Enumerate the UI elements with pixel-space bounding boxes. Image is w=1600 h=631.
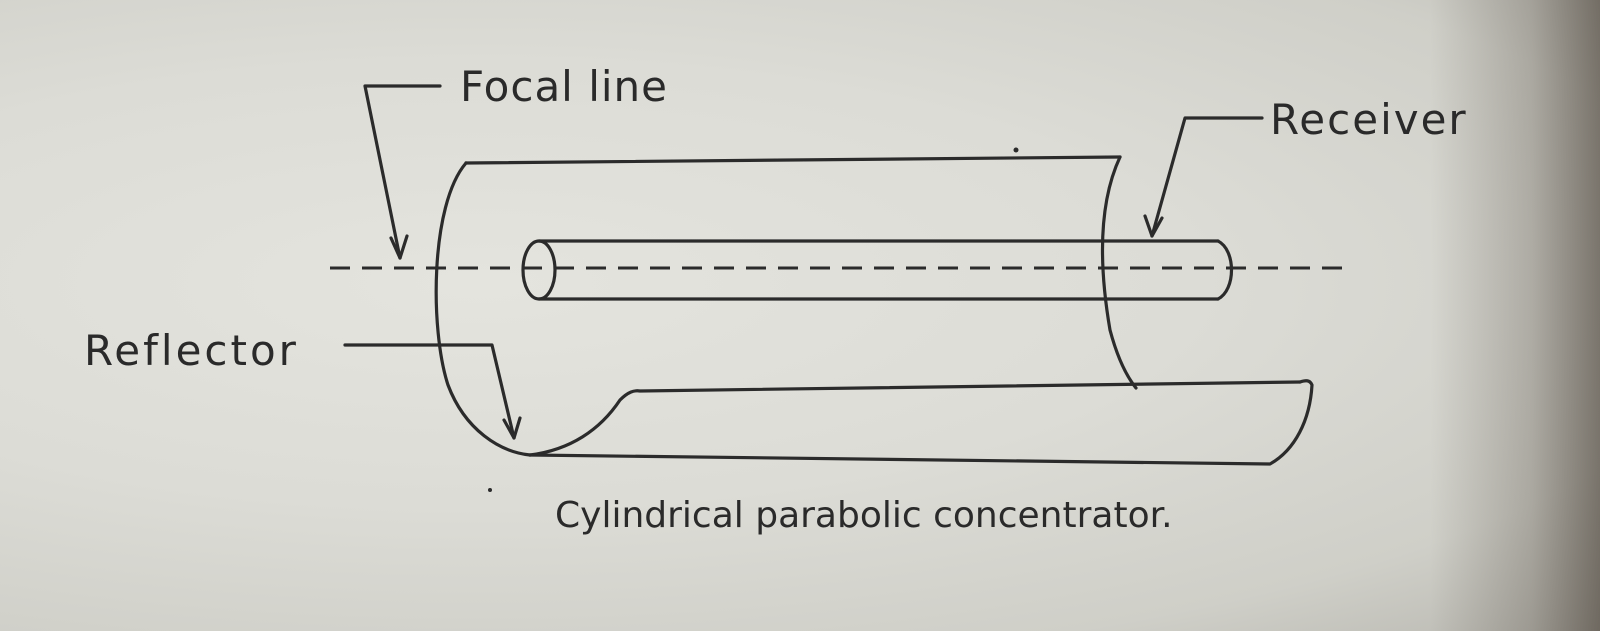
reflector-inner-curve [528, 380, 1302, 457]
reflector-back-edge [434, 161, 532, 457]
focal-line-leader [363, 84, 442, 260]
reflector-label: Reflector [84, 326, 299, 375]
page-edge-shadow [1430, 0, 1600, 631]
reflector-outer-curve [528, 379, 1314, 466]
ink-speck [1013, 147, 1019, 153]
focal-line-arrowhead [389, 234, 409, 260]
reflector-leader [343, 343, 516, 440]
receiver-tube-end [521, 239, 557, 301]
receiver-leader [1150, 116, 1264, 238]
focal-line-label: Focal line [460, 62, 669, 111]
reflector-arrowhead [502, 416, 522, 440]
figure-caption: Cylindrical parabolic concentrator. [555, 495, 1173, 536]
receiver-label: Receiver [1270, 95, 1468, 144]
receiver-arrowhead [1143, 214, 1164, 238]
receiver-tube-far-end [1216, 239, 1233, 301]
reflector-front-edge [1101, 155, 1138, 390]
ink-speck [488, 488, 492, 492]
reflector-top-edge [464, 155, 1122, 165]
